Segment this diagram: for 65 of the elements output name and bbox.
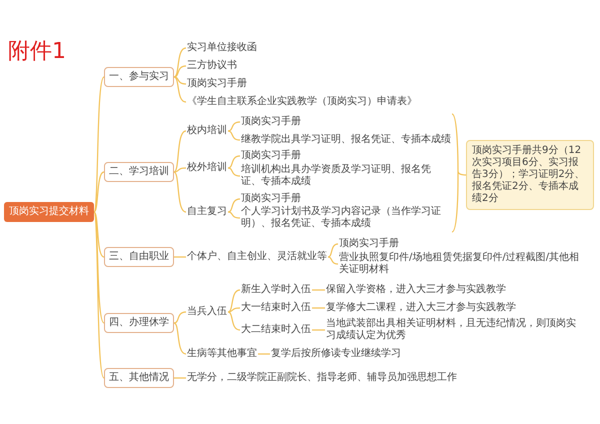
connector-line [228,211,240,219]
branch-topic-box: 一、参与实习 [104,67,174,87]
topic-text: 三方协议书 [186,60,238,72]
connector-line [174,130,186,172]
topic-text: 继教学院出具学习证明、报名凭证、专插本成绩 [240,134,452,146]
topic-text: 个体户、自主创业、灵活就业等 [186,251,328,263]
topic-text: 当兵入伍 [186,306,228,318]
connector-line [93,212,105,378]
connector-line [174,377,186,379]
connector-line [94,171,104,212]
branch-topic-box: 二、学习培训 [104,162,174,182]
branch-topic-box: 五、其他情况 [104,368,174,388]
topic-text: 实习单位接收函 [186,42,258,54]
connector-line [228,198,240,213]
topic-text: 个人学习计划书及学习内容记录（当作学习证明）、报名凭证、专插本成绩 [240,206,445,230]
connector-line [174,311,186,324]
connector-line [228,289,240,313]
connector-line [228,167,240,177]
connector-line [312,289,325,291]
root-topic-box: 顶岗实习提交材料 [4,202,94,222]
connector-line [228,155,240,169]
connector-line [228,311,240,331]
topic-text: 复学修大二课程，进入大三才参与实践教学 [325,302,517,314]
title: 附件1 [8,38,66,66]
connector-line [228,307,240,313]
topic-text: 营业执照复印件/场地租赁凭据复印件/过程截图/其他相关证明材料 [338,252,588,276]
connector-line [228,121,240,132]
connector-line [174,322,186,355]
connector-line [174,65,186,78]
connector-line [174,47,186,78]
connector-line [174,167,186,173]
connector-line [174,171,186,213]
connector-line [93,212,104,324]
connector-line [228,130,240,141]
branch-topic-box: 三、自由职业 [104,247,174,267]
topic-text: 顶岗实习手册 [186,78,248,90]
topic-text: 新生入学时入伍 [240,284,312,296]
connector-line [174,256,186,258]
topic-text: 顶岗实习手册 [240,150,302,162]
topic-text: 培训机构出具办学资质及学习证明、报名凭证、专插本成绩 [240,164,445,188]
connector-line [312,307,325,309]
connector-line [328,256,338,265]
topic-text: 顶岗实习手册 [240,116,302,128]
summary-box: 顶岗实习手册共9分（12次实习项目6分、实习报告3分）；学习证明2分、报名凭证2分、专插本成绩2分 [466,140,594,210]
topic-text: 校内培训 [186,125,228,137]
topic-text: 大二结束时入伍 [240,324,312,336]
connector-line [312,329,325,331]
topic-text: 复学后按所修读专业继续学习 [270,348,402,360]
topic-text: 自主复习 [186,206,228,218]
topic-text: 校外培训 [186,162,228,174]
connector-line [174,76,186,103]
topic-text: 大一结束时入伍 [240,302,312,314]
topic-text: 顶岗实习手册 [240,193,302,205]
topic-text: 无学分，二级学院正副院长、指导老师、辅导员加强思想工作 [186,372,458,384]
connector-line [174,76,186,85]
connector-line [328,243,338,258]
connector-line [93,76,104,212]
topic-text: 生病等其他事宜 [186,348,258,360]
topic-text: 《学生自主联系企业实践教学（顶岗实习）申请表》 [186,96,418,108]
connector-line [258,353,270,355]
topic-text: 当地武装部出具相关证明材料，且无违纪情况，则顶岗实习成绩认定为优秀 [325,318,585,342]
branch-topic-box: 四、办理休学 [104,313,174,333]
topic-text: 顶岗实习手册 [338,238,400,250]
topic-text: 保留入学资格，进入大三才参与实践教学 [325,284,507,296]
connector-line [94,212,104,258]
